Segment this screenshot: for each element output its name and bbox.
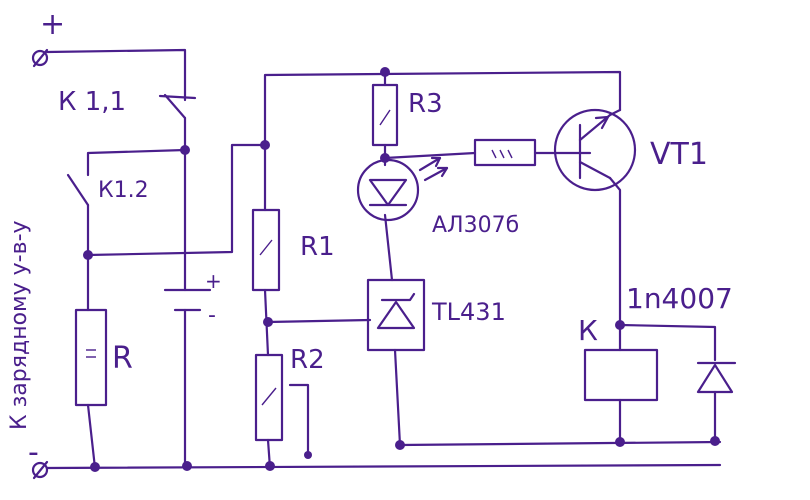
relay-coil-k: К <box>578 314 659 402</box>
tl431-label: TL431 <box>431 298 506 326</box>
resistor-r1-label: R1 <box>300 232 335 262</box>
resistor-r2: R2 <box>254 345 325 442</box>
relay-contact-k1-2: К1.2 <box>98 178 149 203</box>
relay-coil-label: К <box>578 314 598 347</box>
battery: + - <box>163 269 222 328</box>
battery-minus-label: - <box>208 303 216 328</box>
positive-terminal-label: + <box>40 7 65 42</box>
wiring <box>45 48 722 470</box>
resistor-base <box>473 138 537 167</box>
led-label: AЛ307б <box>432 213 519 238</box>
diode-label: 1n4007 <box>626 282 733 315</box>
tl431: TL431 <box>366 278 506 352</box>
resistor-r3-label: R3 <box>408 89 443 119</box>
positive-terminal: + <box>31 7 65 68</box>
led-al307b: AЛ307б <box>356 156 519 238</box>
negative-terminal-label: - <box>28 435 39 470</box>
diode-1n4007: 1n4007 <box>626 282 737 394</box>
resistor-r1: R1 <box>251 208 335 292</box>
resistor-r2-label: R2 <box>290 345 325 375</box>
negative-terminal: - <box>28 435 49 480</box>
relay-contact-k1-2-label: К1.2 <box>98 178 149 203</box>
relay-contact-k1-1-label: К 1,1 <box>58 87 126 117</box>
resistor-r-label: R <box>112 341 133 376</box>
relay-contact-k1-1: К 1,1 <box>58 87 197 120</box>
resistor-r3: R3 <box>371 83 443 147</box>
charger-connection-label: К зарядному у-в-у <box>7 220 32 430</box>
transistor-vt1: VT1 <box>553 108 708 192</box>
resistor-r: R <box>74 308 133 407</box>
transistor-vt1-label: VT1 <box>650 137 708 172</box>
junction-dots <box>83 67 720 472</box>
battery-plus-label: + <box>205 269 222 293</box>
